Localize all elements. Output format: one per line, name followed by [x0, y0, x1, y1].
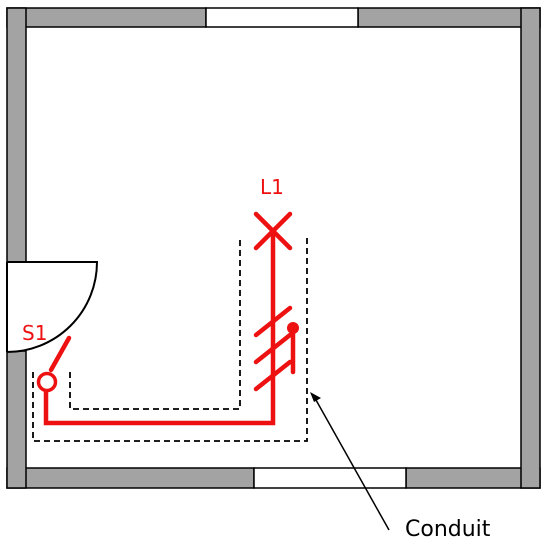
wiring [43, 211, 296, 426]
wall-right [520, 7, 541, 489]
conduit-outer-edge [32, 237, 308, 442]
wall-bottom-right [405, 467, 541, 489]
cable-tick-2 [253, 332, 293, 365]
walls [6, 7, 541, 489]
leader-line [315, 399, 390, 531]
wall-top-right [357, 7, 541, 28]
switch-label: S1 [22, 321, 47, 345]
windows [205, 7, 407, 489]
conduit-label: Conduit [405, 517, 491, 542]
conduit-inner-edge [69, 237, 241, 410]
door [6, 261, 99, 353]
wall-left-lower [6, 350, 27, 489]
light-label: L1 [260, 175, 284, 199]
window-top [205, 7, 359, 28]
wall-left-upper [6, 7, 27, 263]
switch-pivot [36, 371, 58, 393]
arrow-head-icon [310, 392, 321, 402]
wire-run [43, 230, 276, 426]
single-pole-switch-icon [48, 335, 72, 373]
three-core-cable-tick-icon [253, 305, 293, 338]
wall-top-left [6, 7, 207, 28]
light-fixture-x-icon-stroke [253, 211, 293, 251]
door-swing-arc-icon [6, 261, 99, 353]
conduit-leader [310, 392, 390, 531]
conduit-run [32, 237, 308, 442]
window-bottom [253, 467, 407, 489]
wall-bottom-left [6, 467, 255, 489]
cable-tick-3 [253, 359, 293, 392]
earth-marker-dot [287, 322, 299, 334]
